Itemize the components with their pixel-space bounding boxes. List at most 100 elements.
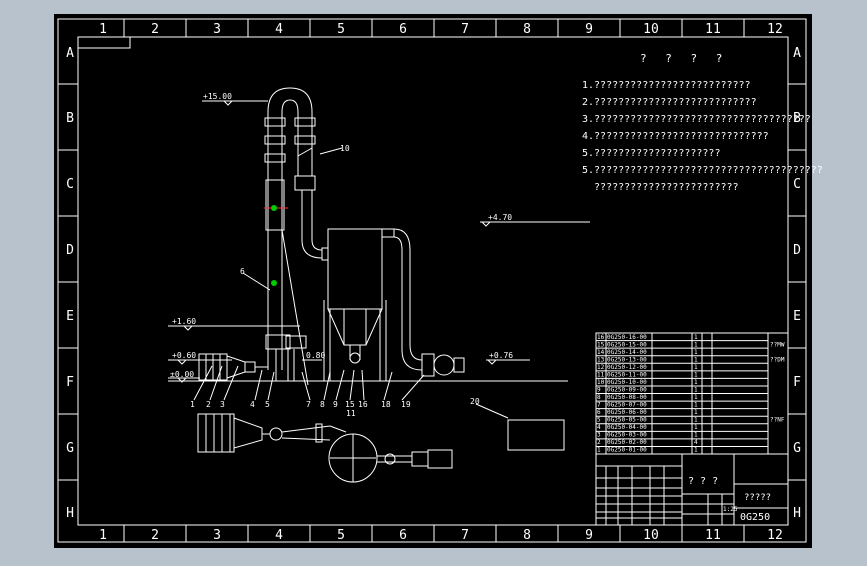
callout-number: 15 (345, 400, 355, 409)
col-label-bottom: 10 (643, 528, 659, 543)
col-label-top: 4 (275, 22, 283, 37)
note-line: 3.???????????????????????????????????? (582, 114, 811, 125)
part-number: 4 (597, 424, 601, 431)
row-label-right: G (793, 441, 801, 456)
callout-number: 10 (340, 144, 350, 153)
column-dividers (123, 19, 745, 542)
note-line: 5.????????????????????? (582, 148, 721, 159)
note-line: ???????????????????????? (582, 182, 739, 193)
col-label-bottom: 7 (461, 528, 469, 543)
part-number: 1 (597, 447, 601, 454)
callout-number: 19 (401, 400, 411, 409)
hot-air-furnace (198, 353, 268, 381)
drawing-scale: 1:25 (723, 506, 738, 513)
callout-number: 5 (265, 400, 270, 409)
part-spec: ??NF (770, 417, 785, 424)
part-code: 0G250-12-00 (607, 364, 647, 371)
drawing-title: ? ? ? (688, 476, 718, 487)
row-label-right: A (793, 46, 801, 61)
row-label-left: E (66, 309, 74, 324)
elevation-markers (168, 100, 590, 383)
drawing-name: ????? (744, 493, 771, 503)
part-code: 0G250-14-00 (607, 349, 647, 356)
callout-number: 18 (381, 400, 391, 409)
part-qty: 1 (694, 357, 698, 364)
elevation-label: +15.00 (203, 92, 232, 101)
col-label-top: 3 (213, 22, 221, 37)
top-elbow (267, 87, 329, 261)
callout-number: 8 (320, 400, 325, 409)
col-label-top: 5 (337, 22, 345, 37)
part-qty: 1 (694, 402, 698, 409)
part-number: 8 (597, 394, 601, 401)
row-label-right: F (793, 375, 801, 390)
row-label-left: H (66, 506, 74, 521)
note-line: 2.??????????????????????????? (582, 97, 757, 108)
row-label-right: E (793, 309, 801, 324)
col-label-bottom: 12 (767, 528, 783, 543)
grid-labels: 1 2 3 4 5 6 7 8 9 10 11 12 1 2 3 4 5 6 7… (66, 22, 801, 543)
col-label-bottom: 1 (99, 528, 107, 543)
callout-number: 4 (250, 400, 255, 409)
row-label-left: D (66, 243, 74, 258)
part-code: 0G250-11-00 (607, 372, 647, 379)
row-dividers (58, 83, 806, 481)
plan-view (197, 413, 453, 483)
elevation-label: +0.60 (172, 351, 196, 360)
row-label-left: B (66, 111, 74, 126)
col-label-bottom: 4 (275, 528, 283, 543)
part-code: 0G250-09-00 (607, 387, 647, 394)
drying-tube (264, 112, 309, 386)
part-qty: 1 (694, 372, 698, 379)
col-label-top: 1 (99, 22, 107, 37)
elevation-label: +0.76 (489, 351, 513, 360)
callout-labels: 1 2 3 4 5 6 7 8 9 10 11 15 16 18 19 20 (190, 144, 480, 418)
part-code: 0G250-06-00 (607, 409, 647, 416)
col-label-top: 9 (585, 22, 593, 37)
corner-box (78, 37, 131, 49)
part-code: 0G250-04-00 (607, 424, 647, 431)
part-number: 6 (597, 409, 601, 416)
note-line: 1.?????????????????????????? (582, 80, 751, 91)
outer-frame (57, 18, 807, 543)
col-label-top: 8 (523, 22, 531, 37)
note-line: 4.????????????????????????????? (582, 131, 769, 142)
col-label-bottom: 6 (399, 528, 407, 543)
part-code: 0G250-16-00 (607, 334, 647, 341)
part-qty: 1 (694, 409, 698, 416)
exhaust-duct (381, 228, 465, 377)
control-cabinet (507, 419, 565, 451)
part-qty: 1 (694, 387, 698, 394)
part-number: 16 (597, 334, 605, 341)
part-qty: 1 (694, 447, 698, 454)
part-code: 0G250-01-00 (607, 447, 647, 454)
part-qty: 1 (694, 432, 698, 439)
sensor-marker (271, 205, 277, 211)
callout-number: 9 (333, 400, 338, 409)
col-label-top: 2 (151, 22, 159, 37)
col-label-bottom: 5 (337, 528, 345, 543)
parts-list-text: 16 15 14 13 12 11 10 9 8 7 6 5 4 3 2 1 0… (597, 334, 785, 454)
part-qty: 4 (694, 439, 698, 446)
cyclone-separator (323, 228, 387, 381)
note-line: 5.?????????????????????????????????????? (582, 165, 823, 176)
row-label-left: G (66, 441, 74, 456)
col-label-top: 7 (461, 22, 469, 37)
part-number: 2 (597, 439, 601, 446)
part-code: 0G250-02-00 (607, 439, 647, 446)
part-number: 12 (597, 364, 605, 371)
part-qty: 1 (694, 394, 698, 401)
row-label-left: A (66, 46, 74, 61)
part-number: 15 (597, 342, 605, 349)
callout-number: 16 (358, 400, 368, 409)
part-qty: 1 (694, 379, 698, 386)
row-label-left: F (66, 375, 74, 390)
part-code: 0G250-10-00 (607, 379, 647, 386)
sheet-background (54, 14, 812, 548)
col-label-bottom: 9 (585, 528, 593, 543)
part-code: 0G250-05-00 (607, 417, 647, 424)
part-number: 10 (597, 379, 605, 386)
callout-number: 3 (220, 400, 225, 409)
